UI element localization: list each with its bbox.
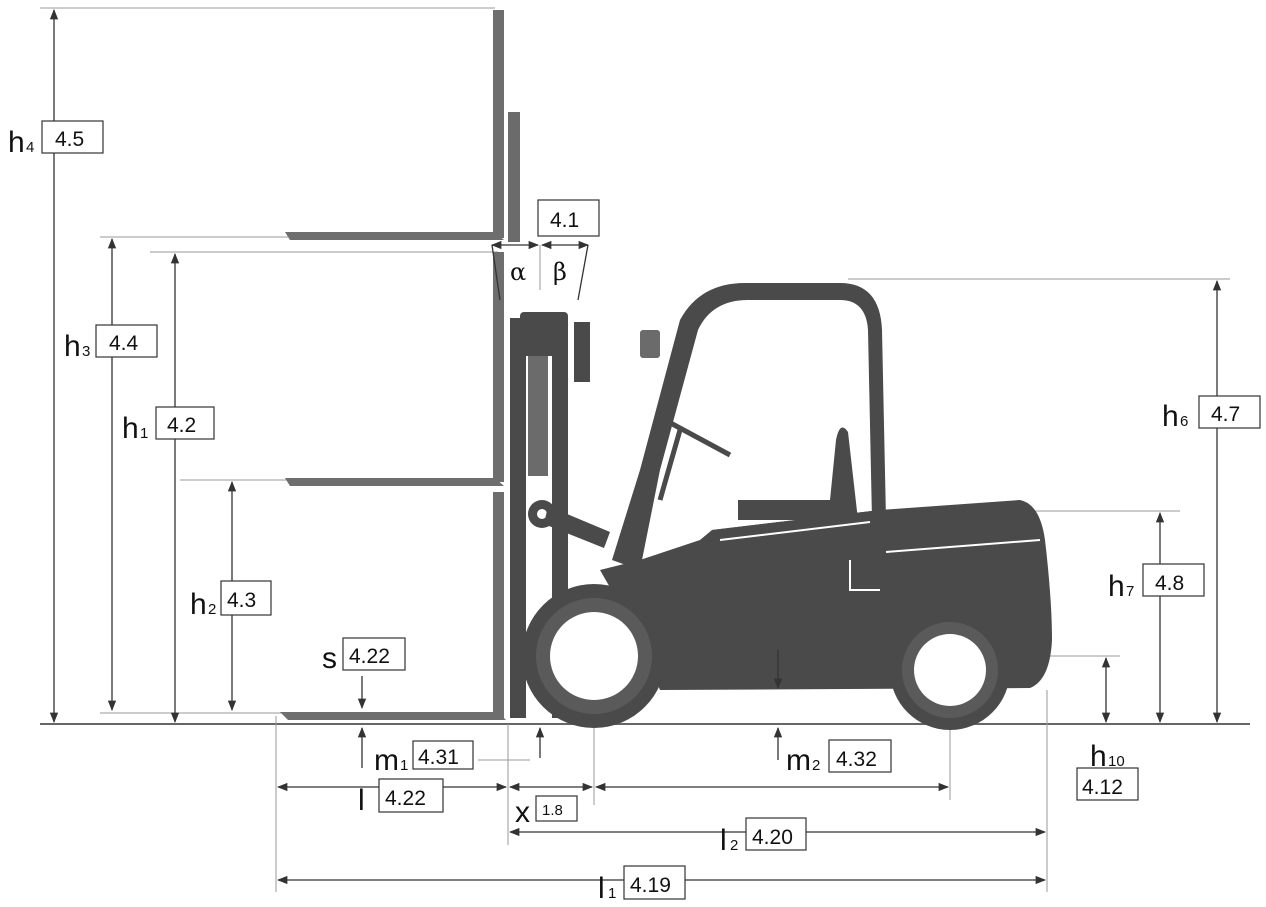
h7-symbol: h	[1108, 570, 1125, 603]
label-h10: h 10 4.12	[1076, 740, 1139, 801]
l2-ref: 4.20	[752, 826, 793, 849]
label-l2: l 2 4.20	[720, 817, 807, 857]
h1-ref: 4.2	[167, 414, 196, 437]
beta-symbol: β	[553, 258, 567, 286]
m2-symbol: m	[786, 744, 811, 777]
h10-subscript: 10	[1108, 753, 1125, 770]
h2-ref: 4.3	[227, 589, 256, 612]
l2-subscript: 2	[730, 837, 738, 854]
label-h4: h 4 4.5	[8, 120, 104, 159]
s-symbol: s	[322, 642, 337, 675]
h1-subscript: 1	[140, 425, 148, 442]
label-m2: m 2 4.32	[786, 739, 892, 777]
extension-lines	[40, 7, 1230, 892]
h2-subscript: 2	[208, 601, 216, 618]
m1-symbol: m	[374, 744, 399, 777]
h4-ref: 4.5	[55, 128, 84, 151]
rear-wheel	[890, 610, 1010, 730]
label-m1: m 1 4.31	[374, 740, 474, 777]
front-wheel	[522, 584, 666, 728]
label-tilt: 4.1 α β	[510, 199, 600, 286]
m1-subscript: 1	[400, 757, 408, 774]
label-h7: h 7 4.8	[1108, 563, 1205, 603]
h1-symbol: h	[122, 412, 139, 445]
h3-ref: 4.4	[109, 332, 139, 355]
h3-subscript: 3	[82, 343, 90, 360]
x-symbol: x	[515, 796, 530, 829]
h3-symbol: h	[64, 330, 81, 363]
h10-symbol: h	[1090, 740, 1107, 773]
label-l: l 4.22	[358, 778, 444, 817]
x-ref: 1.8	[542, 802, 563, 819]
m1-ref: 4.31	[418, 746, 459, 769]
l1-subscript: 1	[608, 885, 616, 902]
seat	[738, 427, 858, 520]
overhead-guard	[612, 283, 886, 570]
h7-subscript: 7	[1126, 583, 1134, 600]
l1-symbol: l	[598, 872, 605, 905]
h4-subscript: 4	[26, 139, 34, 156]
label-h3: h 3 4.4	[64, 324, 158, 363]
fork-top	[285, 10, 520, 242]
s-ref: 4.22	[349, 645, 390, 668]
alpha-symbol: α	[510, 258, 526, 286]
label-h6: h 6 4.7	[1162, 395, 1261, 433]
label-l1: l 1 4.19	[598, 865, 686, 905]
m2-ref: 4.32	[836, 748, 877, 771]
h6-symbol: h	[1162, 400, 1179, 433]
steering-wheel	[657, 417, 732, 501]
fork-bottom	[280, 492, 506, 720]
label-h1: h 1 4.2	[122, 406, 215, 445]
l-ref: 4.22	[385, 787, 426, 810]
h2-symbol: h	[190, 588, 207, 621]
h7-ref: 4.8	[1155, 572, 1184, 595]
l2-symbol: l	[720, 824, 727, 857]
l1-ref: 4.19	[630, 874, 671, 897]
h4-symbol: h	[8, 126, 25, 159]
m2-subscript: 2	[812, 757, 820, 774]
label-h2: h 2 4.3	[190, 580, 272, 621]
dimension-lines	[49, 8, 1222, 885]
h6-ref: 4.7	[1211, 403, 1240, 426]
fork-middle	[285, 252, 504, 486]
mast	[510, 312, 610, 718]
h10-ref: 4.12	[1082, 776, 1123, 799]
l-symbol: l	[358, 784, 365, 817]
h6-subscript: 6	[1180, 413, 1188, 430]
tilt-ref: 4.1	[550, 209, 579, 232]
label-s: s 4.22	[322, 637, 406, 675]
label-x: x 1.8	[515, 795, 578, 829]
